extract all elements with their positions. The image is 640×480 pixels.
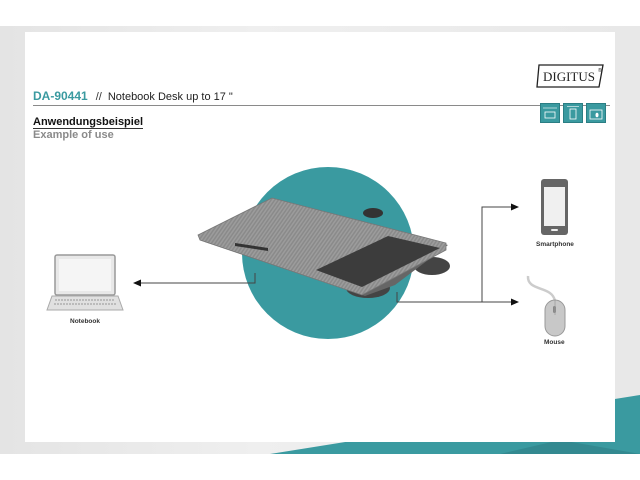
smartphone-label: Smartphone — [536, 241, 574, 248]
mouse-label: Mouse — [544, 339, 565, 346]
digitus-logo: DIGITUS ® — [536, 64, 604, 88]
product-code: DA-90441 — [33, 89, 88, 103]
laptop-size-icon — [540, 103, 560, 123]
section-title-de: Anwendungsbeispiel — [33, 116, 144, 129]
mouse-icon — [526, 275, 566, 337]
arrow-to-smartphone — [511, 203, 519, 211]
arrow-heads — [133, 203, 519, 306]
arrow-to-notebook — [133, 279, 141, 287]
section-title-en: Example of use — [33, 129, 114, 141]
arrow-to-mouse — [511, 298, 519, 306]
svg-text:®: ® — [598, 67, 602, 74]
notebook-desk-image — [197, 197, 450, 298]
mousepad-icon — [586, 103, 606, 123]
product-name: Notebook Desk up to 17 " — [107, 91, 233, 103]
svg-text:DIGITUS: DIGITUS — [543, 69, 595, 84]
smartphone-icon — [541, 179, 568, 235]
connector-lines — [140, 206, 512, 303]
separator: // — [95, 91, 102, 103]
smartphone-holder-icon — [563, 103, 583, 123]
product-title: DA-90441 // Notebook Desk up to 17 " — [33, 89, 610, 106]
notebook-label: Notebook — [70, 318, 100, 325]
notebook-icon — [46, 254, 124, 311]
